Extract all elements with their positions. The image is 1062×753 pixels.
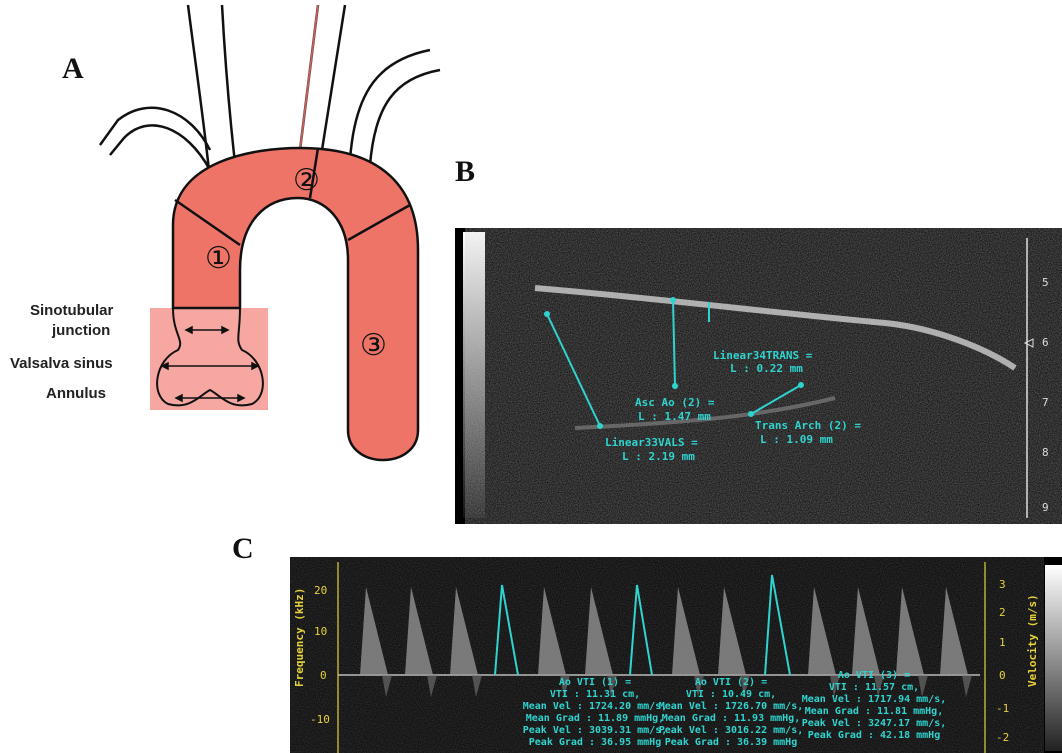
velocity-tick: 1 <box>999 636 1006 649</box>
measure-trans-value: L : 0.22 mm <box>730 362 803 375</box>
doppler-grayscale-bar <box>1045 565 1062 751</box>
measure-trans-label: Linear34TRANS = <box>713 349 813 362</box>
vti-1-line: VTI : 11.31 cm, <box>550 689 640 700</box>
vti-1-title: Ao VTI (1) = <box>559 677 631 688</box>
vti-3-line: Mean Vel : 1717.94 mm/s, <box>802 694 947 705</box>
doppler-trace: 20 10 0 -10 Frequency (kHz) 3 2 1 0 -1 -… <box>290 557 1062 753</box>
measure-vals-label: Linear33VALS = <box>605 436 698 449</box>
aortic-root-box <box>150 308 268 410</box>
vti-3-title: Ao VTI (3) = <box>838 670 910 681</box>
measure-vals-value: L : 2.19 mm <box>622 450 695 463</box>
velocity-tick: 2 <box>999 606 1006 619</box>
velocity-tick: 0 <box>999 669 1006 682</box>
frequency-axis-label: Frequency (kHz) <box>293 588 306 687</box>
depth-tick: 5 <box>1042 276 1049 289</box>
ultrasound-image: 5 6 7 8 9 Linear34TRANS = L : 0.22 mm As… <box>455 228 1062 524</box>
vti-2-title: Ao VTI (2) = <box>695 677 767 688</box>
segment-2-number: ② <box>293 163 320 198</box>
vti-1-line: Mean Vel : 1724.20 mm/s, <box>523 701 668 712</box>
vti-3-line: Peak Vel : 3247.17 mm/s, <box>802 718 947 729</box>
vti-1-line: Peak Vel : 3039.31 mm/s, <box>523 725 668 736</box>
depth-tick: 7 <box>1042 396 1049 409</box>
velocity-axis-label: Velocity (m/s) <box>1026 594 1039 687</box>
velocity-tick: 3 <box>999 578 1006 591</box>
measure-ascao-value: L : 1.47 mm <box>638 410 711 423</box>
vti-2-line: Mean Vel : 1726.70 mm/s, <box>659 701 804 712</box>
segment-3-number: ③ <box>360 328 387 363</box>
label-annulus: Annulus <box>46 385 106 402</box>
label-junction: junction <box>52 322 110 339</box>
vti-3-line: Mean Grad : 11.81 mmHg, <box>805 706 943 717</box>
depth-tick: 6 <box>1042 336 1049 349</box>
velocity-tick: -1 <box>996 702 1009 715</box>
vti-1-line: Peak Grad : 36.95 mmHg <box>529 737 661 748</box>
depth-tick: 9 <box>1042 501 1049 514</box>
freq-tick: 10 <box>314 625 327 638</box>
grayscale-bar <box>463 232 485 518</box>
panel-label-c: C <box>232 532 254 566</box>
segment-1-number: ① <box>205 241 232 276</box>
depth-tick: 8 <box>1042 446 1049 459</box>
label-sinotubular: Sinotubular <box>30 302 113 319</box>
vti-readouts: Ao VTI (1) = VTI : 11.31 cm, Mean Vel : … <box>523 670 947 748</box>
measure-arch-label: Trans Arch (2) = <box>755 419 861 432</box>
velocity-tick: -2 <box>996 731 1009 744</box>
vti-3-line: VTI : 11.57 cm, <box>829 682 919 693</box>
freq-tick: 0 <box>320 669 327 682</box>
vti-2-line: VTI : 10.49 cm, <box>686 689 776 700</box>
measure-arch-value: L : 1.09 mm <box>760 433 833 446</box>
vti-1-line: Mean Grad : 11.89 mmHg, <box>526 713 664 724</box>
vti-2-line: Mean Grad : 11.93 mmHg, <box>662 713 800 724</box>
freq-tick: 20 <box>314 584 327 597</box>
vti-2-line: Peak Vel : 3016.22 mm/s, <box>659 725 804 736</box>
vti-2-line: Peak Grad : 36.39 mmHg <box>665 737 797 748</box>
vti-3-line: Peak Grad : 42.18 mmHg <box>808 730 940 741</box>
freq-tick: -10 <box>310 713 330 726</box>
measure-ascao-label: Asc Ao (2) = <box>635 396 715 409</box>
label-valsalva-sinus: Valsalva sinus <box>10 355 113 372</box>
